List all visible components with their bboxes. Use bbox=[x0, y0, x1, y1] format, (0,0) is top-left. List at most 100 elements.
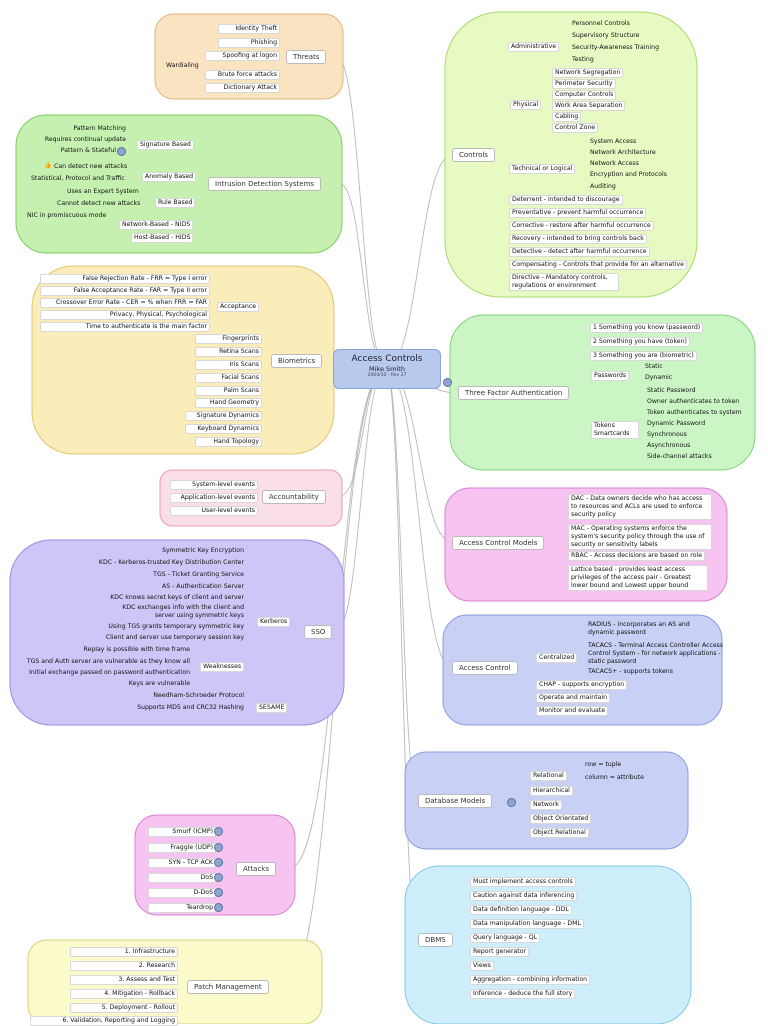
attachment-icon bbox=[507, 798, 516, 807]
tfa-tok-item: Dynamic Password bbox=[647, 420, 706, 427]
threat-item: Spoofing at logon bbox=[205, 51, 280, 61]
ids-anomaly: Anomaly Based bbox=[142, 172, 197, 182]
patch-item: 6. Validation, Reporting and Logging bbox=[30, 1016, 178, 1026]
dbm-item: Hierarchical bbox=[530, 786, 573, 796]
dbms-item: Report generator bbox=[470, 947, 530, 957]
thumbs-up-icon: 👍 bbox=[44, 162, 52, 169]
attack-item: D-DoS bbox=[148, 888, 216, 898]
ac-centralized: Centralized bbox=[536, 653, 578, 663]
branch-attacks[interactable]: Attacks bbox=[236, 862, 276, 876]
bio-acc-item: False Rejection Rate - FRR = Type I erro… bbox=[40, 274, 210, 284]
dbms-item: Must implement access controls bbox=[470, 877, 576, 887]
ids-anom-item: Statistical, Protocol and Traffic bbox=[31, 175, 125, 182]
acct-item: User-level events bbox=[170, 506, 258, 516]
branch-intrusion-detection[interactable]: Intrusion Detection Systems bbox=[208, 177, 322, 191]
sso-weak-item: Initial exchange passed on password auth… bbox=[29, 669, 190, 676]
bio-type: Keyboard Dynamics bbox=[185, 424, 262, 434]
bio-type: Fingerprints bbox=[195, 334, 262, 344]
branch-access-control-models[interactable]: Access Control Models bbox=[452, 536, 545, 550]
central-date: 2004/10 - Rev 27 bbox=[367, 373, 407, 378]
sso-sesame: SESAME bbox=[256, 703, 288, 713]
branch-biometrics[interactable]: Biometrics bbox=[271, 354, 323, 368]
sso-sesame-item: Needham-Schroeder Protocol bbox=[153, 692, 244, 699]
branch-sso[interactable]: SSO bbox=[304, 625, 333, 639]
ac-item: CHAP - supports encryption bbox=[536, 680, 628, 690]
sso-weaknesses: Weaknesses bbox=[200, 662, 245, 672]
branch-database-models[interactable]: Database Models bbox=[418, 794, 493, 808]
attachment-icon bbox=[214, 903, 223, 912]
central-topic[interactable]: Access Controls Mike Smith 2004/10 - Rev… bbox=[333, 349, 441, 389]
ctrl-tech-item: Encryption and Protocols bbox=[590, 171, 667, 178]
attachment-icon bbox=[214, 888, 223, 897]
ctrl-tech-item: Network Access bbox=[590, 160, 639, 167]
ctrl-type: Recovery - intended to bring controls ba… bbox=[509, 234, 647, 244]
cloud-ac bbox=[442, 614, 723, 726]
branch-controls[interactable]: Controls bbox=[452, 148, 495, 162]
dbms-item: Data manipulation language - DML bbox=[470, 919, 584, 929]
bio-acc-item: Crossover Error Rate - CER = % when FRR … bbox=[40, 298, 210, 308]
ids-nids: Network-Based - NIDS bbox=[119, 220, 194, 230]
acm-item: DAC - Data owners decide who has access … bbox=[568, 494, 712, 520]
branch-three-factor-authentication[interactable]: Three Factor Authentication bbox=[458, 386, 570, 400]
threat-item: Phishing bbox=[218, 38, 280, 48]
branch-patch-management[interactable]: Patch Management bbox=[187, 980, 269, 994]
ctrl-physical: Physical bbox=[510, 100, 542, 110]
threat-item: Brute force attacks bbox=[205, 70, 280, 80]
ctrl-admin-item: Testing bbox=[572, 56, 594, 63]
tfa-passwords: Passwords bbox=[591, 371, 630, 381]
ac-item: Operate and maintain bbox=[536, 693, 611, 703]
sso-kerb-item: Symmetric Key Encryption bbox=[162, 547, 244, 554]
bio-type: Retina Scans bbox=[195, 347, 262, 357]
central-author: Mike Smith bbox=[369, 365, 405, 373]
ctrl-phys-item: Perimeter Security bbox=[552, 79, 616, 89]
branch-threats[interactable]: Threats bbox=[286, 50, 327, 64]
bio-type: Facial Scans bbox=[195, 373, 262, 383]
ctrl-admin-item: Security-Awareness Training bbox=[572, 44, 659, 51]
bio-type: Iris Scans bbox=[195, 360, 262, 370]
ac-cent-item: TACACS - Terminal Access Controller Acce… bbox=[588, 642, 724, 665]
bio-type: Hand Topology bbox=[195, 437, 262, 447]
bio-type: Palm Scans bbox=[195, 386, 262, 396]
ctrl-tech-item: Network Architecture bbox=[590, 149, 656, 156]
attachment-icon bbox=[443, 378, 452, 387]
tfa-pw-item: Dynamic bbox=[645, 374, 673, 381]
ctrl-administrative: Administrative bbox=[508, 42, 560, 52]
ctrl-admin-item: Personnel Controls bbox=[572, 20, 630, 27]
branch-dbms[interactable]: DBMS bbox=[418, 933, 453, 947]
ids-signature: Signature Based bbox=[137, 140, 194, 150]
ctrl-tech-item: Auditing bbox=[590, 183, 616, 190]
ctrl-phys-item: Work Area Separation bbox=[552, 101, 626, 111]
ac-cent-item: TACACS+ - supports tokens bbox=[588, 668, 673, 675]
tfa-pw-item: Static bbox=[645, 363, 663, 370]
ctrl-tech-item: System Access bbox=[590, 138, 637, 145]
ids-sig-item: Pattern & Stateful bbox=[60, 147, 116, 154]
attack-item: Fraggle (UDP) bbox=[148, 843, 216, 853]
dbms-item: Query language - QL bbox=[470, 933, 541, 943]
ac-item: Monitor and evaluate bbox=[536, 706, 609, 716]
acct-item: Application-level events bbox=[170, 493, 258, 503]
dbms-item: Inference - deduce the full story bbox=[470, 989, 576, 999]
attachment-icon bbox=[214, 873, 223, 882]
patch-item: 2. Research bbox=[70, 961, 178, 971]
attachment-icon bbox=[214, 843, 223, 852]
branch-accountability[interactable]: Accountability bbox=[262, 490, 326, 504]
tfa-tok-item: Owner authenticates to token bbox=[647, 398, 740, 405]
ctrl-admin-item: Supervisory Structure bbox=[572, 32, 640, 39]
bio-acc-item: Privacy, Physical, Psychological bbox=[40, 310, 210, 320]
tfa-tok-item: Synchronous bbox=[647, 431, 687, 438]
dbm-item: Network bbox=[530, 800, 562, 810]
ids-sig-item: Pattern Matching bbox=[73, 125, 126, 132]
dbms-item: Data definition language - DDL bbox=[470, 905, 572, 915]
dbm-relational: Relational bbox=[530, 771, 567, 781]
tfa-factor: 3 Something you are (biometric) bbox=[590, 351, 697, 361]
sso-kerb-item: AS - Authentication Server bbox=[161, 583, 244, 590]
threat-item: Identity Theft bbox=[218, 24, 280, 34]
bio-acc-item: False Acceptance Rate - FAR = Type II er… bbox=[40, 286, 210, 296]
ctrl-phys-item: Computer Controls bbox=[552, 90, 617, 100]
dbm-rel-item: column = attribute bbox=[585, 774, 644, 781]
acm-item: Lattice based - provides least access pr… bbox=[568, 565, 708, 591]
branch-access-control[interactable]: Access Control bbox=[452, 661, 518, 675]
ctrl-type: Detective - detect after harmful occurre… bbox=[509, 247, 650, 257]
sso-weak-item: Replay is possible with time frame bbox=[83, 646, 191, 653]
tfa-factor: 1 Something you know (password) bbox=[590, 323, 704, 333]
